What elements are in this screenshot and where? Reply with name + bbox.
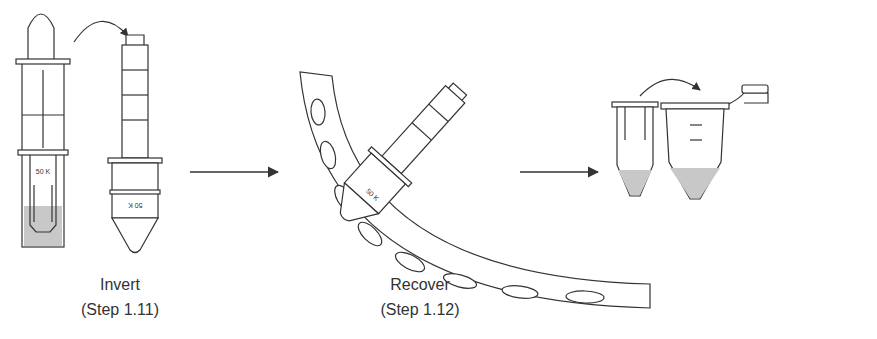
step-number: (Step 1.12): [380, 301, 459, 319]
invert-arrow: [74, 21, 128, 42]
step-number: (Step 1.11): [81, 301, 159, 319]
step-title: Recover: [390, 276, 450, 294]
cutoff-mark: 50 K: [364, 187, 380, 202]
filter-tube-inverted: [108, 35, 162, 253]
transfer-arrow: [640, 79, 700, 96]
centrifuge-rotor: [300, 71, 650, 308]
step-title: Invert: [100, 276, 140, 294]
cutoff-mark: 50 K: [36, 168, 50, 176]
step-arrow: [190, 171, 278, 173]
filter-tube-upright: [16, 14, 70, 247]
cutoff-mark: 50 K: [128, 201, 142, 209]
microcentrifuge-tube: [661, 85, 768, 199]
collection-tube: [612, 102, 658, 196]
step-arrow: [520, 171, 598, 173]
